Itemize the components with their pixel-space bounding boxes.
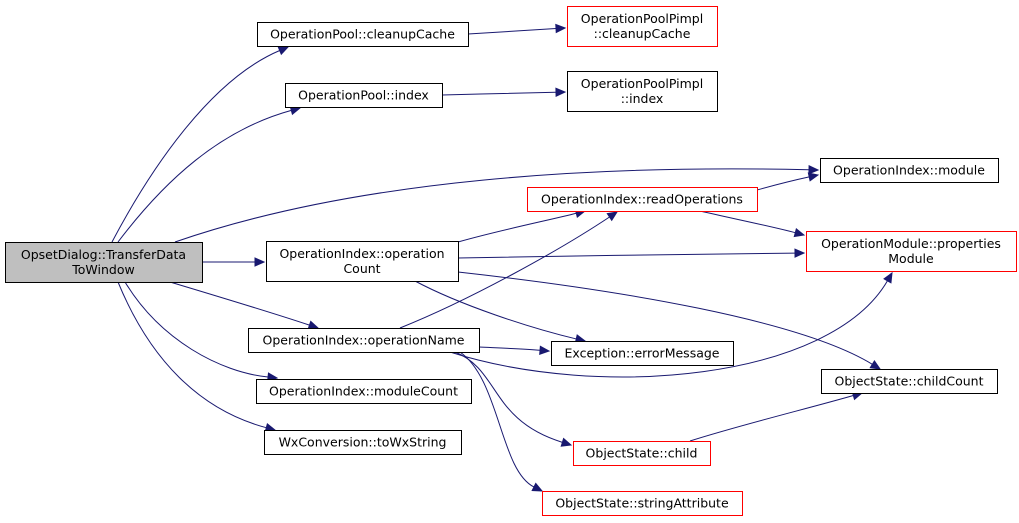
call-edges [111,23,893,492]
arrowhead [539,345,551,355]
node-label: ::index [621,91,664,106]
call-edge-pool_cleanup-to-poolpimpl_cleanup [467,23,567,35]
node-index-modulecount[interactable]: OperationIndex::moduleCount [256,379,472,404]
node-label: OperationIndex::readOperations [541,192,743,207]
node-poolpimpl-index[interactable]: OperationPoolPimpl::index [567,71,718,112]
arrowhead [793,227,806,238]
node-box [5,242,203,283]
call-edge-index_opname-to-objstate_strattr [459,351,544,492]
call-edge-root-to-index_opname [169,281,320,330]
node-pool-cleanup[interactable]: OperationPool::cleanupCache [257,22,469,47]
node-box [256,379,472,404]
arrowhead [869,359,882,370]
arrowhead [794,248,806,258]
arrowhead [808,165,820,175]
arrowhead [307,320,320,330]
call-edge-pool_index-to-poolpimpl_index [441,87,567,97]
node-label: OperationIndex::operationName [263,333,465,348]
node-label: ObjectState::childCount [834,374,983,389]
node-label: OperationPoolPimpl [581,76,703,91]
call-edge-index_opcount-to-module_props [457,248,806,259]
arrowhead [807,172,820,182]
node-label: OperationPool::index [298,88,429,103]
node-label: Module [888,251,934,266]
node-box [248,328,480,353]
call-edge-root-to-pool_cleanup [111,46,290,243]
call-edge-root-to-pool_index [117,105,302,243]
node-label: WxConversion::toWxString [279,435,447,450]
arrowhead [277,46,290,56]
arrowhead [555,23,567,34]
node-box [264,430,462,455]
arrowhead [254,257,266,267]
arrowhead [883,271,893,284]
node-wx-towxstring[interactable]: WxConversion::toWxString [264,430,462,455]
node-box [257,22,469,47]
call-edge-index_opname-to-objstate_child [454,351,573,447]
call-edge-index_opname-to-module_props [449,271,893,378]
node-box [266,241,459,282]
arrowhead [555,87,567,97]
node-label: ::cleanupCache [594,26,691,41]
call-edge-objstate_child-to-objstate_childcount [689,391,864,442]
node-label: OperationPool::cleanupCache [270,27,455,42]
node-objstate-strattr[interactable]: ObjectState::stringAttribute [542,491,743,516]
node-label: Exception::errorMessage [565,346,720,361]
call-edge-index_readops-to-index_module [756,172,820,191]
node-index-readops[interactable]: OperationIndex::readOperations [527,187,758,212]
node-box [573,441,711,466]
node-label: OperationPoolPimpl [581,11,703,26]
node-index-module[interactable]: OperationIndex::module [820,158,999,183]
node-label: ObjectState::stringAttribute [555,496,729,511]
call-edge-index_opname-to-index_readops [399,211,619,329]
node-box [567,71,718,112]
node-objstate-child[interactable]: ObjectState::child [573,441,711,466]
node-index-opname[interactable]: OperationIndex::operationName [248,328,480,353]
node-poolpimpl-cleanup[interactable]: OperationPoolPimpl::cleanupCache [567,6,718,47]
node-label: ToWindow [71,262,134,277]
call-edge-index_opname-to-exception_msg [478,345,551,355]
node-box [542,491,743,516]
arrowhead [531,482,544,492]
node-box [551,341,734,366]
node-box [285,83,443,108]
node-label: OpsetDialog::TransferData [21,247,186,262]
node-box [806,231,1017,272]
node-label: OperationModule::properties [821,236,1001,251]
node-pool-index[interactable]: OperationPool::index [285,83,443,108]
node-label: OperationIndex::module [833,163,985,178]
node-box [821,369,998,394]
node-box [820,158,999,183]
node-box [527,187,758,212]
call-edge-index_opcount-to-index_readops [457,208,587,243]
node-label: Count [343,261,380,276]
node-box [567,6,718,47]
node-objstate-childcount[interactable]: ObjectState::childCount [821,369,998,394]
call-edge-root-to-index_opcount [202,257,266,267]
node-label: OperationIndex::moduleCount [269,384,458,399]
arrowhead [606,211,619,222]
call-edge-root-to-index_module [174,165,820,243]
call-edge-index_opcount-to-objstate_childcount [457,271,882,370]
node-label: OperationIndex::operation [279,246,444,261]
call-edge-index_readops-to-module_props [699,210,806,238]
call-edge-root-to-wx_towxstring [117,281,277,433]
node-label: ObjectState::child [586,446,698,461]
arrowhead [560,437,573,447]
node-exception-msg[interactable]: Exception::errorMessage [551,341,734,366]
function-nodes: OpsetDialog::TransferDataToWindowOperati… [5,6,1017,516]
